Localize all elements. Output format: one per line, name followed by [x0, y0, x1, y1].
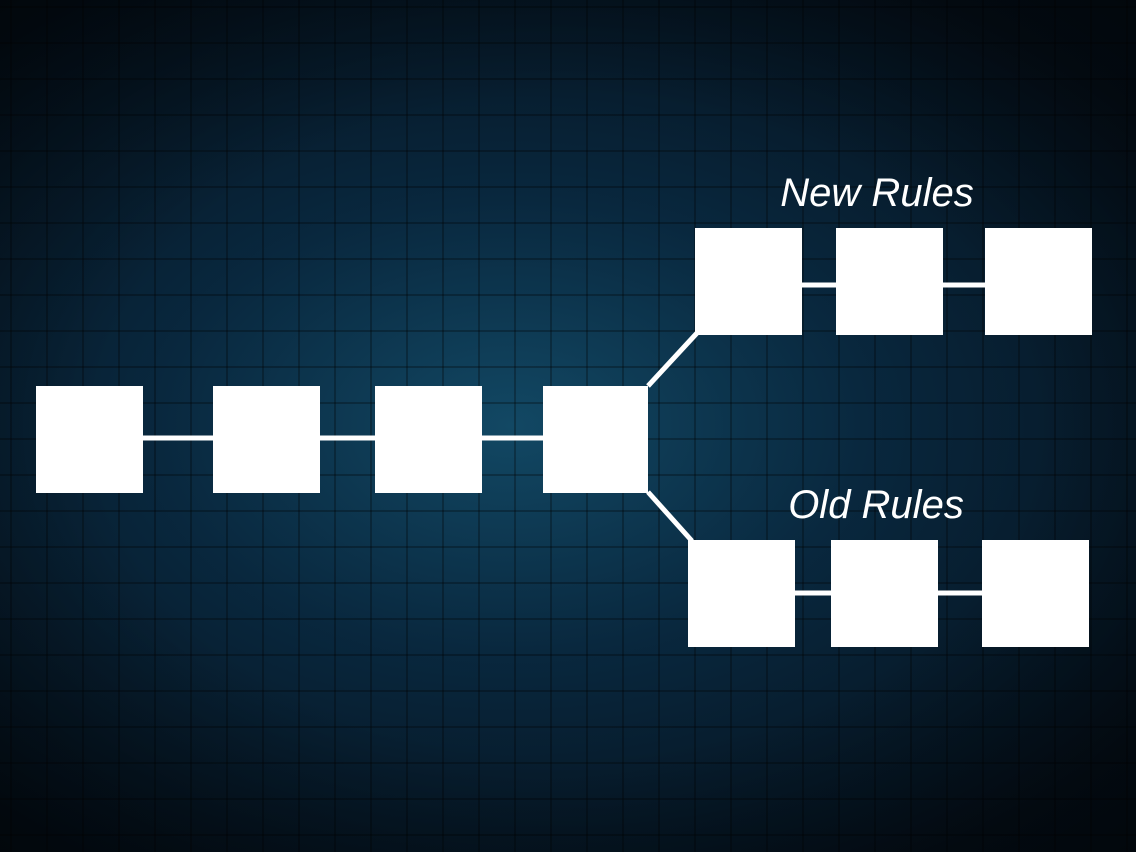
old-block-3	[982, 540, 1089, 647]
main-block-2	[213, 386, 320, 493]
new-block-3	[985, 228, 1092, 335]
old-block-2	[831, 540, 938, 647]
new-block-2	[836, 228, 943, 335]
old-block-1	[688, 540, 795, 647]
main-block-3	[375, 386, 482, 493]
old-rules-label: Old Rules	[788, 483, 964, 527]
main-block-1	[36, 386, 143, 493]
main-block-4	[543, 386, 648, 493]
new-block-1	[695, 228, 802, 335]
fork-link-old	[646, 490, 694, 543]
new-rules-label: New Rules	[780, 171, 973, 215]
fork-link-new	[646, 331, 699, 388]
